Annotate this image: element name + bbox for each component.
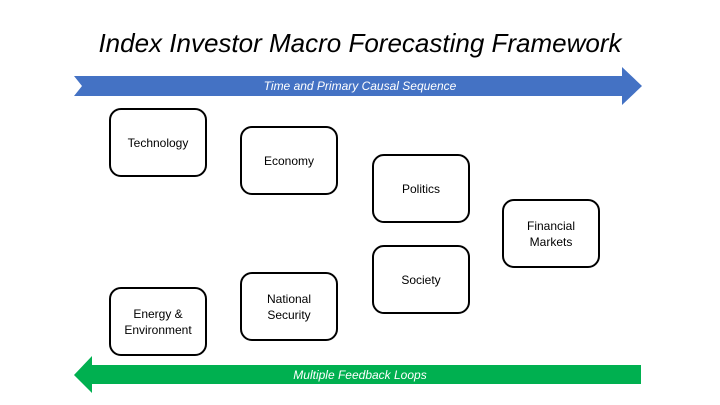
node-technology: Technology (109, 108, 207, 177)
diagram-title: Index Investor Macro Forecasting Framewo… (98, 28, 622, 58)
node-society: Society (372, 245, 470, 314)
top-arrow-label: Time and Primary Causal Sequence (263, 79, 457, 93)
node-economy: Economy (240, 126, 338, 195)
node-national-security: National Security (240, 272, 338, 341)
bottom-arrow-label: Multiple Feedback Loops (293, 368, 427, 382)
bottom-arrow (74, 356, 641, 393)
node-financial-markets: Financial Markets (502, 199, 600, 268)
node-energy-environment: Energy & Environment (109, 287, 207, 356)
top-arrow (74, 67, 642, 105)
node-politics: Politics (372, 154, 470, 223)
